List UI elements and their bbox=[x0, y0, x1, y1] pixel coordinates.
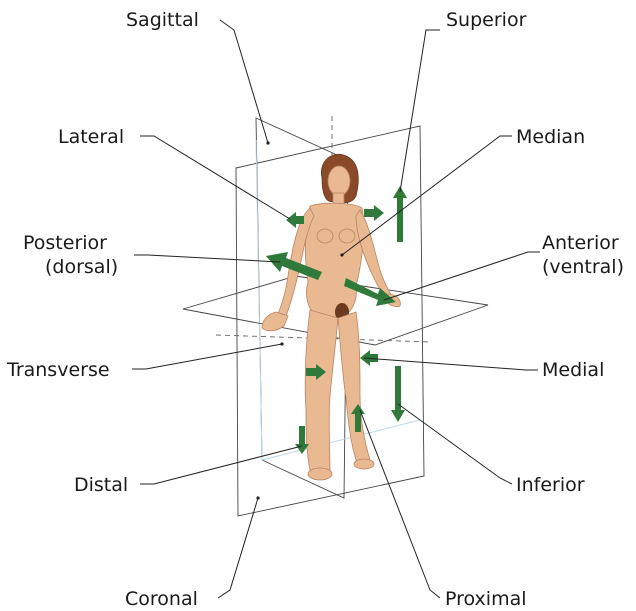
superior-arrow bbox=[393, 186, 407, 242]
left-foot bbox=[308, 468, 332, 480]
inferior-leader bbox=[398, 404, 512, 484]
anterior-sub-label: (ventral) bbox=[542, 256, 624, 278]
right-foot bbox=[354, 459, 374, 469]
inferior-label: Inferior bbox=[516, 474, 585, 496]
transverse-label: Transverse bbox=[6, 359, 110, 381]
right-leg bbox=[338, 312, 370, 466]
torso bbox=[305, 203, 363, 318]
median-leader-dot bbox=[340, 253, 343, 256]
sagittal-leader-dot bbox=[266, 141, 269, 144]
lateral-label: Lateral bbox=[58, 126, 124, 148]
transverse-leader-dot bbox=[280, 342, 283, 345]
head bbox=[328, 166, 350, 196]
superior-leader bbox=[400, 30, 440, 192]
left-leg bbox=[305, 310, 338, 476]
left-breast bbox=[317, 229, 333, 243]
medial-arrow-upper bbox=[364, 205, 384, 221]
proximal-leader bbox=[360, 410, 440, 598]
sagittal-label: Sagittal bbox=[126, 9, 199, 31]
median-label: Median bbox=[516, 126, 585, 148]
transverse-leader bbox=[132, 344, 282, 369]
posterior-label: Posterior bbox=[23, 232, 107, 254]
human-figure bbox=[262, 154, 400, 480]
proximal-label: Proximal bbox=[445, 588, 527, 610]
posterior-sub-label: (dorsal) bbox=[45, 256, 118, 278]
anterior-label: Anterior bbox=[542, 232, 619, 254]
superior-label: Superior bbox=[446, 9, 527, 31]
medial-label: Medial bbox=[542, 359, 604, 381]
medial-leader bbox=[364, 358, 538, 370]
coronal-label: Coronal bbox=[125, 588, 198, 610]
coronal-plane-tint-bottom bbox=[262, 420, 420, 460]
inferior-arrow bbox=[391, 366, 405, 422]
lateral-leader bbox=[140, 136, 290, 219]
coronal-plane-tint-left bbox=[256, 140, 262, 460]
sagittal-leader bbox=[220, 20, 268, 143]
distal-leader bbox=[140, 446, 302, 484]
right-breast bbox=[339, 229, 355, 243]
distal-label: Distal bbox=[74, 474, 128, 496]
coronal-leader-dot bbox=[256, 496, 259, 499]
